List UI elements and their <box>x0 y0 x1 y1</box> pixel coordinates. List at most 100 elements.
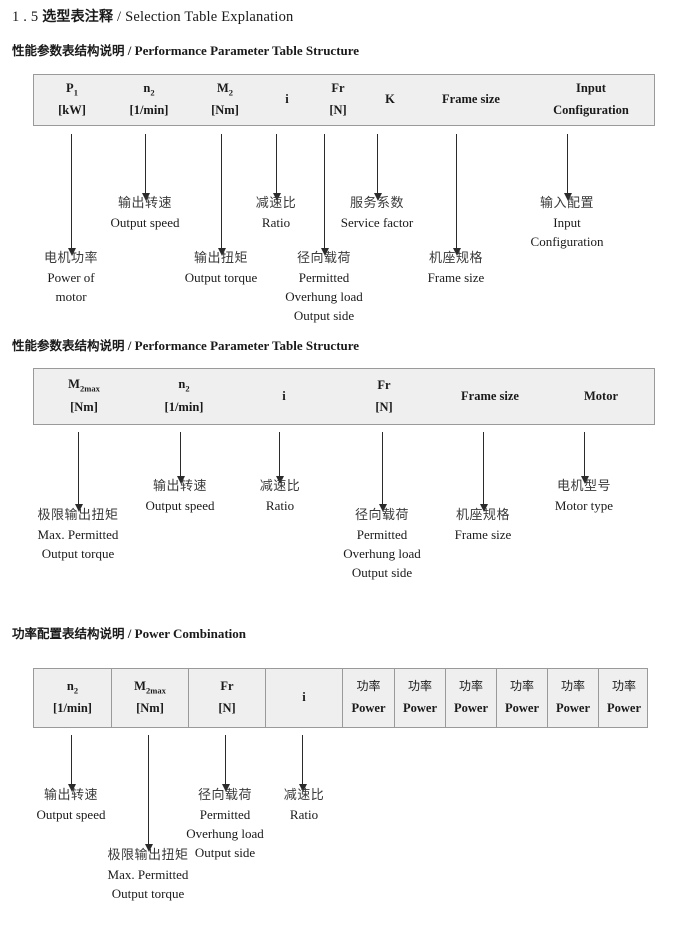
note-cn: 径向载荷 <box>197 788 252 803</box>
header-unit: Power <box>453 701 488 715</box>
note-en-1: Motor type <box>554 497 614 513</box>
header-symbol: i <box>302 690 306 705</box>
header-unit: [1/min] <box>53 701 92 716</box>
header-unit: [Nm] <box>136 701 164 716</box>
arrow-fr <box>320 134 329 256</box>
section-3-heading-sep: / <box>127 626 132 641</box>
section-2-heading-en: Performance Parameter Table Structure <box>134 338 360 353</box>
note-output-speed-2: 输出转速 Output speed <box>130 478 230 516</box>
note-en-1: Permitted <box>199 806 251 822</box>
note-en-3: Output side <box>194 844 256 860</box>
arrow-framesize-2 <box>479 432 488 512</box>
header-symbol: M2max <box>68 377 100 394</box>
note-en-1: Power of <box>47 269 95 285</box>
header-unit: Power <box>504 701 539 715</box>
arrow-i-3 <box>298 735 307 792</box>
note-en-2: Configuration <box>530 233 604 249</box>
section-3-heading-cn: 功率配置表结构说明 <box>12 626 125 641</box>
note-en-2: Output torque <box>111 885 185 901</box>
note-cn: 服务系数 <box>349 196 404 211</box>
note-cn: 电机型号 <box>556 479 611 494</box>
title-separator: / <box>117 9 122 25</box>
arrow-input-config <box>563 134 572 201</box>
arrow-fr-2 <box>378 432 387 512</box>
note-en-2: Overhung load <box>285 288 363 304</box>
header-unit: Power <box>606 701 641 715</box>
header-symbol: n2 <box>178 377 190 394</box>
table-header-cell: 功率 Power <box>496 669 547 727</box>
header-symbol: i <box>285 92 289 107</box>
table-header-cell: Frame size <box>416 75 526 125</box>
note-cn: 极限输出扭矩 <box>107 848 189 863</box>
note-en-3: Output side <box>293 307 355 323</box>
note-en-1: Output torque <box>184 269 258 285</box>
table-header-cell: n2 [1/min] <box>110 75 188 125</box>
note-en-1: Permitted <box>298 269 350 285</box>
arrow-fr-3 <box>221 735 230 792</box>
header-symbol: i <box>282 388 286 403</box>
header-symbol: Input <box>576 81 606 96</box>
header-unit: [Nm] <box>211 103 239 118</box>
note-overhung-load-1: 径向载荷 Permitted Overhung load Output side <box>264 250 384 325</box>
arrow-i <box>272 134 281 201</box>
note-overhung-load-3: 径向载荷 Permitted Overhung load Output side <box>165 787 285 862</box>
note-max-output-torque-2: 极限输出扭矩 Max. Permitted Output torque <box>18 507 138 564</box>
section-3-heading: 功率配置表结构说明 / Power Combination <box>12 623 246 642</box>
note-en-1: Ratio <box>261 214 291 230</box>
note-ratio-3: 减速比 Ratio <box>264 787 344 825</box>
arrow-i-2 <box>275 432 284 484</box>
note-motor-type: 电机型号 Motor type <box>534 478 634 516</box>
note-en-1: Max. Permitted <box>37 526 119 542</box>
header-unit: [Nm] <box>70 399 98 414</box>
header-unit: [1/min] <box>129 103 169 118</box>
note-en-2: motor <box>55 288 87 304</box>
header-symbol: n2 <box>143 80 155 98</box>
note-service-factor: 服务系数 Service factor <box>322 195 432 233</box>
header-symbol: Fr <box>377 377 391 392</box>
section-1-heading-en: Performance Parameter Table Structure <box>134 43 360 58</box>
note-en-1: Output speed <box>36 806 106 822</box>
header-unit: Power <box>351 701 386 715</box>
header-symbol: 功率 <box>458 679 483 694</box>
header-unit: Configuration <box>553 103 629 117</box>
note-en-2: Overhung load <box>343 545 421 561</box>
table-header-cell: i <box>234 369 334 424</box>
header-symbol: P1 <box>66 80 78 98</box>
note-cn: 输出转速 <box>152 479 207 494</box>
note-cn: 径向载荷 <box>296 251 351 266</box>
note-en-1: Max. Permitted <box>107 866 189 882</box>
header-unit: [N] <box>218 701 236 715</box>
note-cn: 机座规格 <box>428 251 483 266</box>
note-en-1: Service factor <box>340 214 414 230</box>
arrow-n2-2 <box>176 432 185 484</box>
arrow-k <box>373 134 382 201</box>
table-header-cell: Fr[N] <box>312 75 364 125</box>
header-symbol: K <box>385 92 395 107</box>
header-unit: [1/min] <box>164 399 204 414</box>
section-1-heading-sep: / <box>127 43 132 58</box>
note-en-1: Ratio <box>265 497 295 513</box>
table-header-cell: M2max[Nm] <box>111 669 188 727</box>
note-output-speed-3: 输出转速 Output speed <box>21 787 121 825</box>
header-symbol: Frame size <box>442 92 500 107</box>
section-1-heading-cn: 性能参数表结构说明 <box>12 43 125 58</box>
arrow-p1 <box>67 134 76 256</box>
note-power-of-motor: 电机功率 Power of motor <box>21 250 121 307</box>
section-1-heading: 性能参数表结构说明 / Performance Parameter Table … <box>12 40 359 59</box>
note-cn: 减速比 <box>283 788 325 803</box>
table-header-cell: M2[Nm] <box>188 75 262 125</box>
note-en-1: Ratio <box>289 806 319 822</box>
page-title: 1 . 5 选型表注释 / Selection Table Explanatio… <box>12 6 294 26</box>
arrow-n2-3 <box>67 735 76 792</box>
table-header-cell: 功率 Power <box>445 669 496 727</box>
note-cn: 减速比 <box>259 479 301 494</box>
note-cn: 电机功率 <box>43 251 98 266</box>
arrow-motor-2 <box>580 432 589 484</box>
header-symbol: 功率 <box>509 679 534 694</box>
